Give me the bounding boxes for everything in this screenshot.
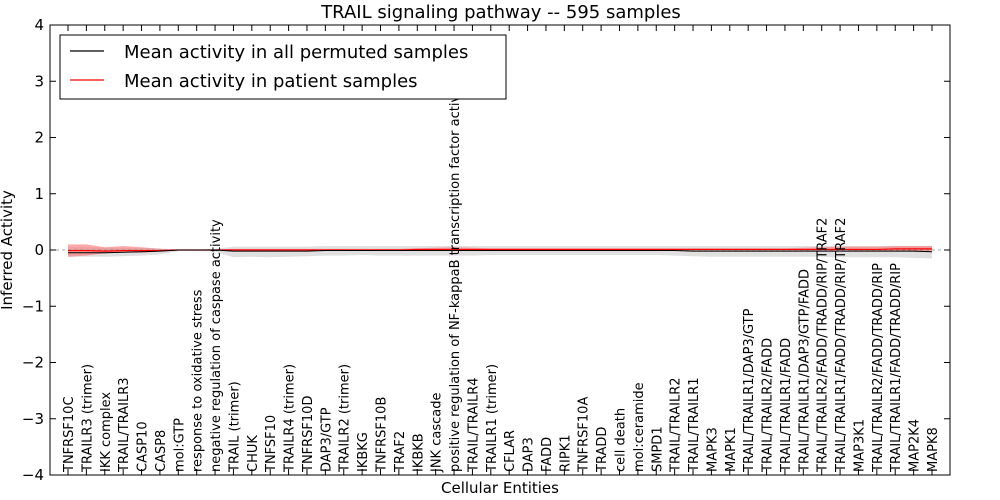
x-tick-label: TRAIL/TRAILR4 — [466, 377, 481, 473]
chart-title: TRAIL signaling pathway -- 595 samples — [320, 2, 681, 23]
x-tick-label: IKBKG — [356, 432, 371, 472]
x-tick-label: TRAIL/TRAILR1/FADD/TRADD/RIP/TRAF2 — [834, 218, 849, 473]
y-tick-label: 2 — [34, 129, 44, 147]
x-tick-label: IKBKB — [411, 433, 426, 472]
x-tick-label: MAPK3 — [705, 427, 720, 472]
x-tick-label: negative regulation of caspase activity — [209, 219, 224, 472]
x-tick-label: TNFSF10 — [264, 415, 279, 473]
x-tick-label: IKK complex — [99, 392, 114, 472]
x-tick-label: mol:ceramide — [632, 382, 647, 472]
y-tick-label: −4 — [22, 466, 44, 484]
x-tick-label: DAP3 — [522, 437, 537, 472]
y-tick-label: 1 — [34, 185, 44, 203]
x-tick-label: TNFRSF10C — [62, 396, 77, 473]
x-tick-label: TRAIL/TRAILR1/FADD/TRADD/RIP — [889, 263, 904, 473]
y-tick-label: 3 — [34, 72, 44, 90]
x-tick-label: MAPK1 — [724, 427, 739, 472]
x-tick-label: TRAIL/TRAILR1 — [687, 377, 702, 473]
x-tick-label: RIPK1 — [558, 434, 573, 472]
x-tick-label: MAP3K1 — [853, 419, 868, 472]
x-tick-label: TRAILR2 (trimer) — [338, 364, 353, 473]
x-tick-label: SMPD1 — [650, 426, 665, 472]
x-axis-label: Cellular Entities — [441, 479, 559, 497]
x-tick-label: DAP3/GTP — [319, 407, 334, 472]
x-tick-label: TRAIL/TRAILR2/FADD — [761, 338, 776, 473]
x-tick-label: CHUK — [246, 435, 261, 472]
legend-label-permuted: Mean activity in all permuted samples — [124, 42, 468, 63]
y-tick-label: −3 — [22, 410, 44, 428]
x-tick-label: response to oxidative stress — [191, 289, 206, 472]
x-tick-label: cell death — [614, 408, 629, 472]
legend-label-patient: Mean activity in patient samples — [124, 71, 418, 92]
plot-area — [50, 244, 950, 259]
x-tick-label: TRAIL/TRAILR2/FADD/TRADD/RIP/TRAF2 — [816, 218, 831, 473]
x-tick-label: MAPK8 — [926, 427, 941, 472]
x-tick-label: MAP2K4 — [908, 419, 923, 472]
x-tick-label: TRAIL/TRAILR2 — [669, 377, 684, 473]
x-tick-label: TRAIL/TRAILR2/FADD/TRADD/RIP — [871, 263, 886, 473]
y-tick-label: 4 — [34, 16, 44, 34]
y-tick-label: −2 — [22, 354, 44, 372]
x-tick-label: TRAIL/TRAILR1/DAP3/GTP/FADD — [797, 269, 812, 473]
y-axis: 4 3 2 1 0 −1 −2 −3 −4 — [22, 16, 950, 484]
legend-frame — [59, 34, 507, 100]
y-tick-label: −1 — [22, 297, 44, 315]
x-tick-label: TRAIL/TRAILR1/DAP3/GTP — [742, 308, 757, 473]
x-tick-label: JNK cascade — [430, 393, 445, 473]
legend: Mean activity in all permuted samples Me… — [59, 34, 507, 100]
x-tick-label: CFLAR — [503, 430, 518, 472]
x-tick-label: CASP8 — [154, 430, 169, 472]
x-tick-label: positive regulation of NF-kappaB transcr… — [448, 78, 463, 472]
x-tick-label: TRAILR4 (trimer) — [283, 364, 298, 473]
x-tick-label: TRAIL/TRAILR1/FADD — [779, 338, 794, 473]
x-tick-label: TNFRSF10B — [375, 397, 390, 473]
x-tick-label: TRAF2 — [393, 431, 408, 473]
permuted-series-line — [68, 249, 933, 254]
x-tick-label: TNFRSF10D — [301, 396, 316, 473]
x-tick-label: TRADD — [595, 427, 610, 473]
x-tick-label: CASP10 — [136, 421, 151, 472]
x-tick-label: FADD — [540, 437, 555, 472]
x-tick-label: TRAILR3 (trimer) — [80, 364, 95, 473]
y-tick-label: 0 — [34, 241, 44, 259]
x-tick-label: TRAIL (trimer) — [227, 381, 242, 473]
x-tick-label: TRAIL/TRAILR3 — [117, 377, 132, 473]
x-tick-label: TRAILR1 (trimer) — [485, 364, 500, 473]
x-tick-label: mol:GTP — [172, 418, 187, 472]
x-tick-label: TNFRSF10A — [577, 397, 592, 473]
y-axis-label: Inferred Activity — [0, 190, 16, 310]
